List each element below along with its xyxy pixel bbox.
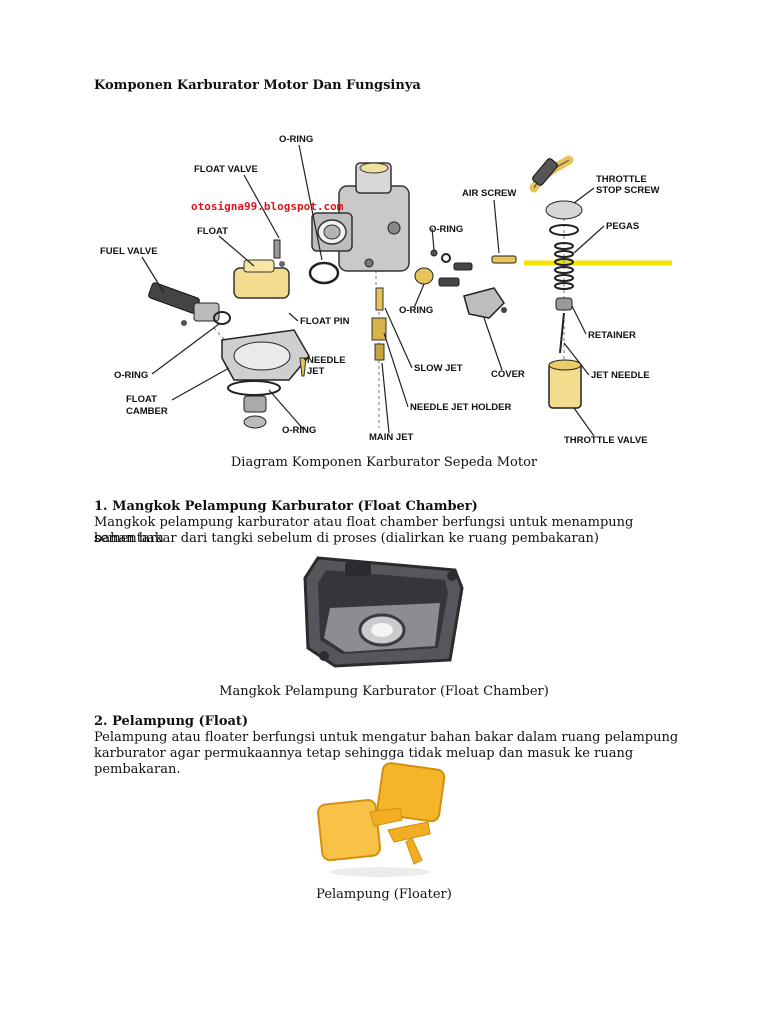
- section-2-caption: Pelampung (Floater): [316, 887, 452, 902]
- label-throttle-stop-1: THROTTLE: [596, 174, 647, 185]
- label-float: FLOAT: [197, 226, 228, 237]
- cover-part: [463, 287, 505, 319]
- label-cover: COVER: [491, 369, 525, 380]
- float-part: [233, 259, 290, 299]
- label-o-ring-mid: O-RING: [399, 305, 433, 316]
- label-needle-jet-1: NEEDLE: [307, 355, 346, 366]
- section-1-text-line2: bahan bakar dari tangki sebelum di prose…: [94, 531, 599, 546]
- section-1-heading: 1. Mangkok Pelampung Karburator (Float C…: [94, 499, 478, 514]
- section-2-text-line1: Pelampung atau floater berfungsi untuk m…: [94, 730, 679, 745]
- label-fuel-valve: FUEL VALVE: [100, 246, 158, 257]
- spring-part: [554, 242, 574, 290]
- label-throttle-valve: THROTTLE VALVE: [564, 435, 648, 446]
- float-valve-part: [273, 239, 281, 259]
- jets-part: [299, 287, 387, 377]
- label-slow-jet: SLOW JET: [414, 363, 463, 374]
- section-1-caption: Mangkok Pelampung Karburator (Float Cham…: [219, 684, 549, 699]
- label-o-ring-right: O-RING: [429, 224, 463, 235]
- label-float-camber-2: CAMBER: [126, 406, 168, 417]
- section-2-text-line2: karburator agar permukaannya tetap sehin…: [94, 746, 634, 777]
- float-photo: [317, 762, 446, 877]
- label-o-ring-top: O-RING: [279, 134, 313, 145]
- label-air-screw: AIR SCREW: [462, 188, 516, 199]
- o-ring-left: [213, 311, 231, 325]
- throttle-stop-screw-part: [529, 155, 583, 236]
- fuel-valve-part: [148, 282, 220, 326]
- jet-needle-part: [559, 312, 565, 354]
- label-needle-jet-2: JET: [307, 366, 325, 377]
- retainer-part: [555, 297, 573, 311]
- label-o-ring-left: O-RING: [114, 370, 148, 381]
- diagram-watermark: otosigna99.blogspot.com: [191, 200, 344, 213]
- label-jet-needle: JET NEEDLE: [591, 370, 650, 381]
- label-pegas: PEGAS: [606, 221, 639, 232]
- section-1-text-line1: Mangkok pelampung karburator atau float …: [94, 515, 634, 546]
- throttle-valve-part: [548, 359, 582, 409]
- label-throttle-stop-2: STOP SCREW: [596, 185, 660, 196]
- float-chamber-photo: [303, 556, 464, 668]
- diagram-caption: Diagram Komponen Karburator Sepeda Motor: [230, 455, 538, 470]
- document-title: Komponen Karburator Motor Dan Fungsinya: [94, 78, 421, 93]
- label-float-camber-1: FLOAT: [126, 394, 157, 405]
- label-main-jet: MAIN JET: [369, 432, 414, 443]
- label-float-pin: FLOAT PIN: [300, 316, 350, 327]
- label-o-ring-bottom: O-RING: [282, 425, 316, 436]
- label-needle-jet-holder: NEEDLE JET HOLDER: [410, 402, 511, 413]
- o-ring-top: [308, 261, 340, 285]
- float-chamber-part: [221, 329, 310, 429]
- label-retainer: RETAINER: [588, 330, 636, 341]
- carburetor-body: [311, 162, 410, 272]
- carburetor-diagram: otosigna99.blogspot.com O-RING FLOAT VAL…: [100, 134, 672, 446]
- label-float-valve: FLOAT VALVE: [194, 164, 258, 175]
- section-2-heading: 2. Pelampung (Float): [94, 714, 249, 729]
